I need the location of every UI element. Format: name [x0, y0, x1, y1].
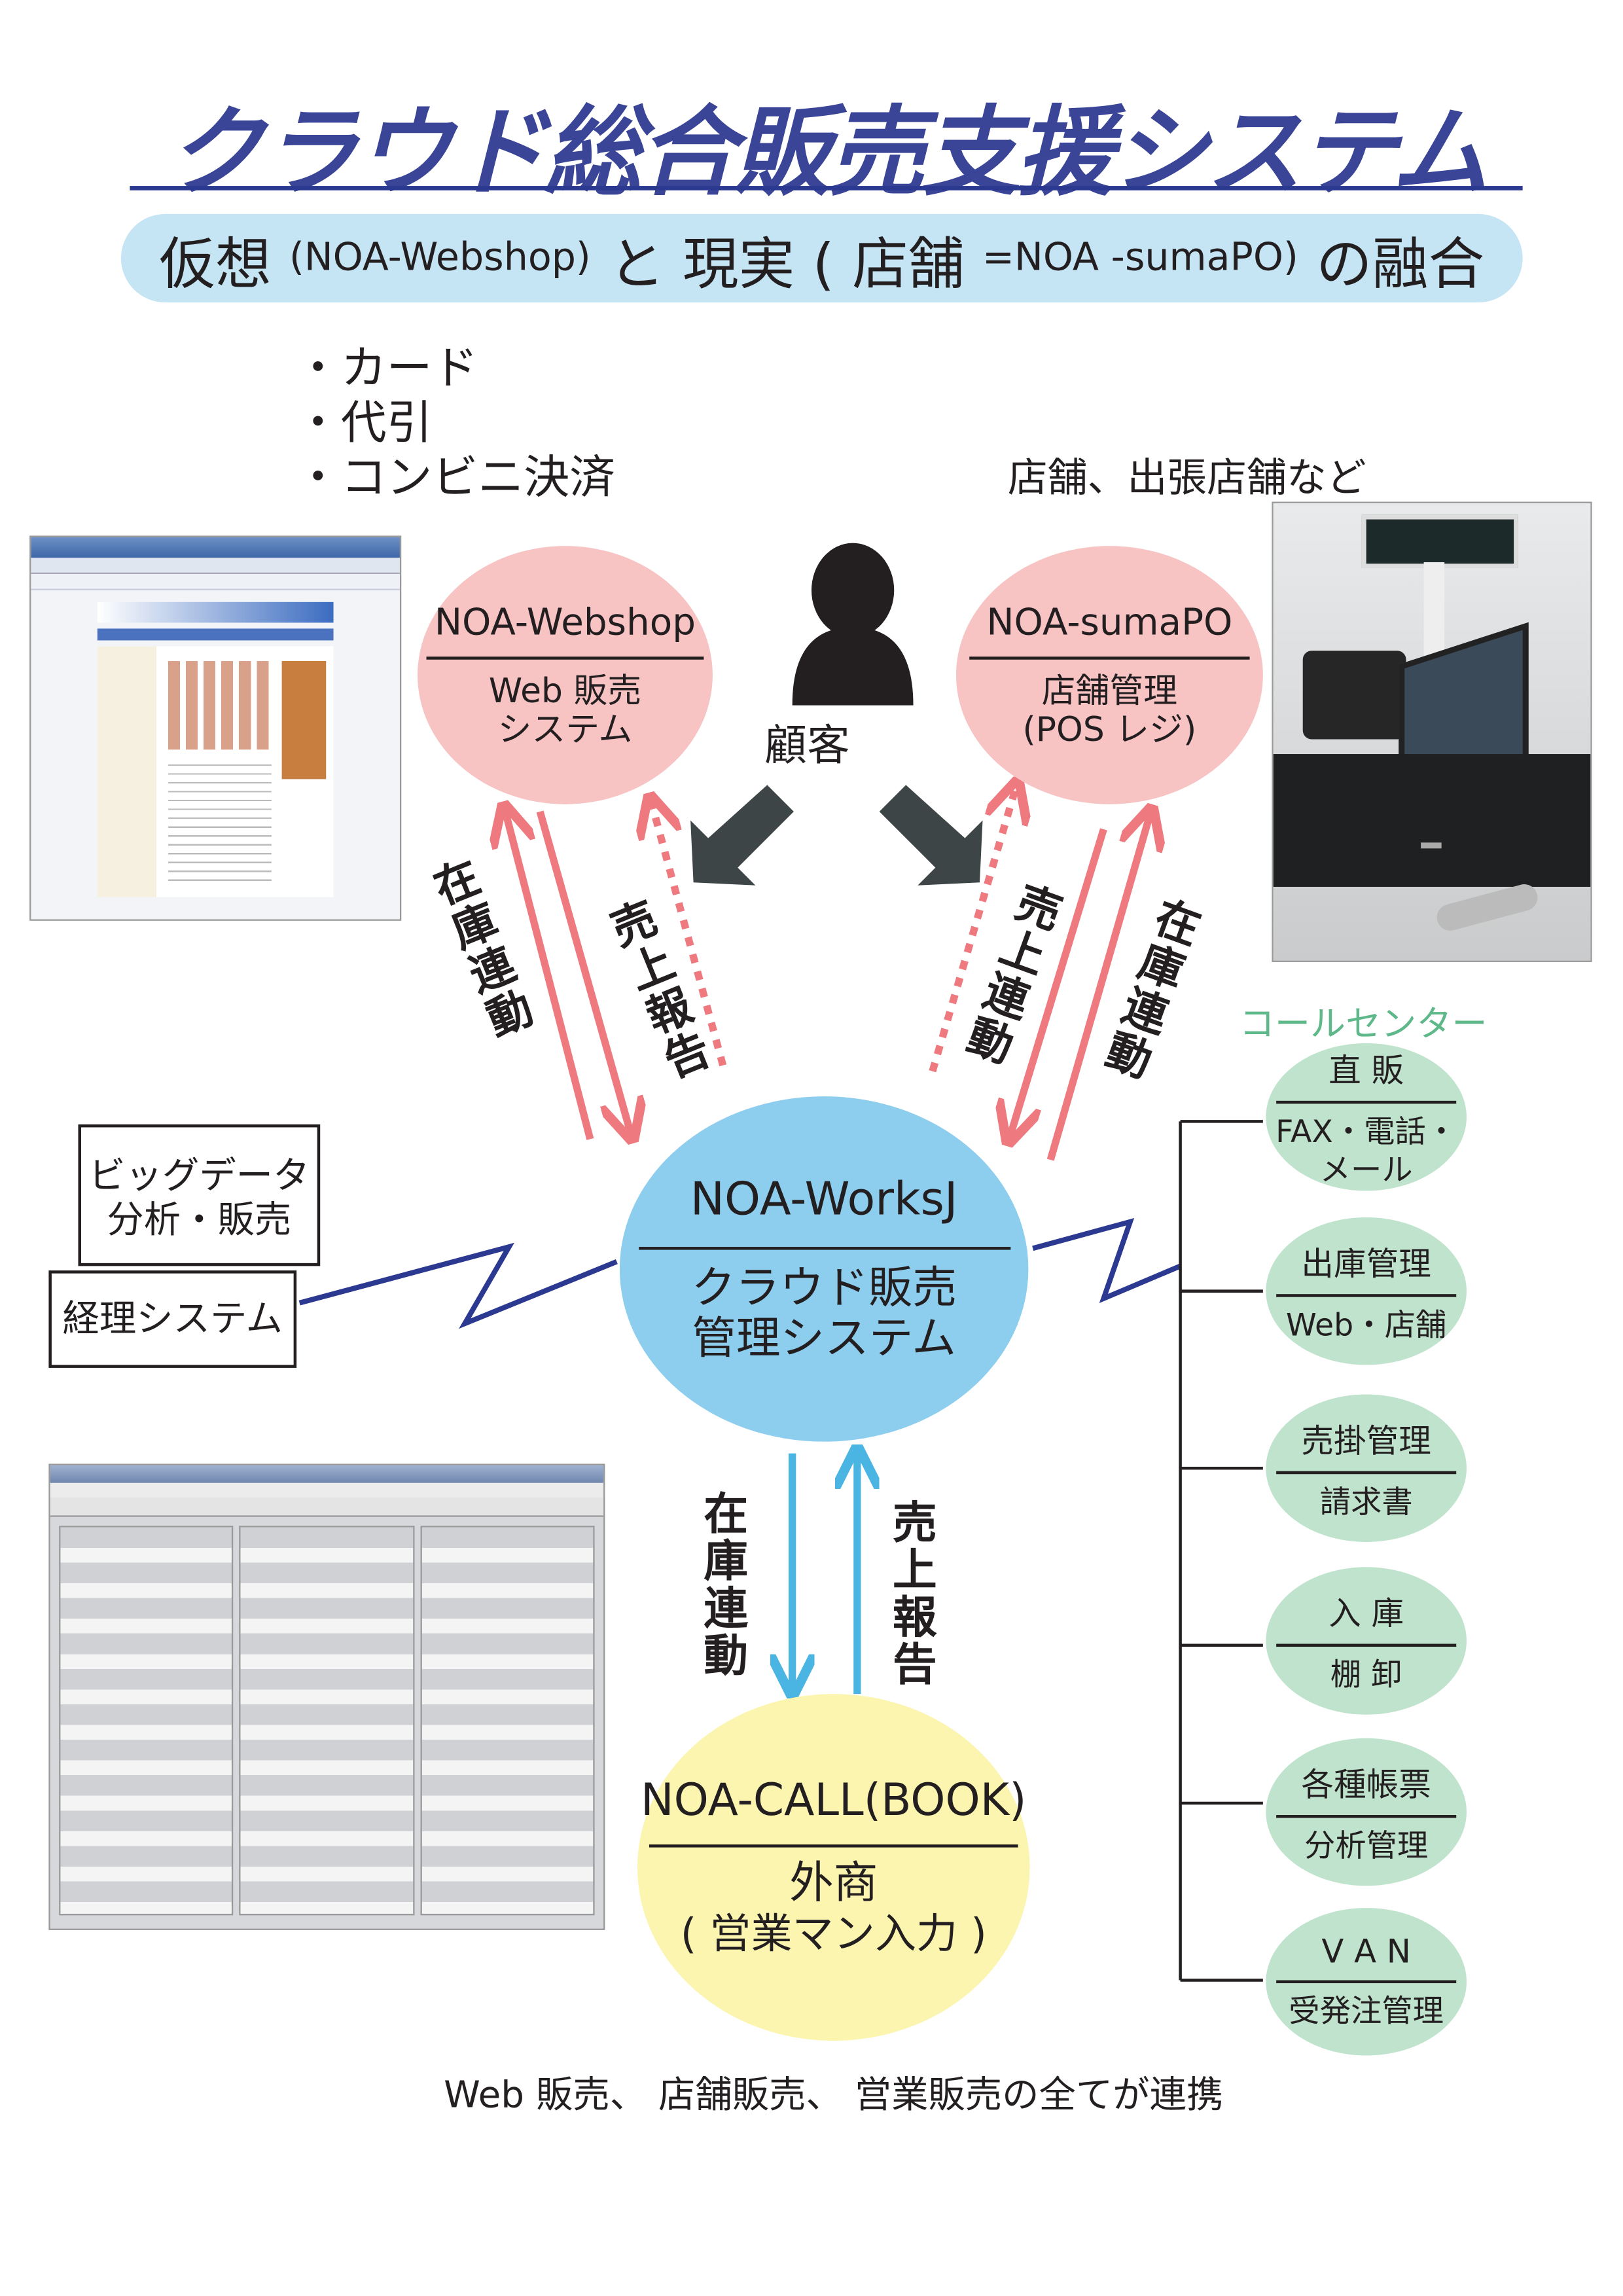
noa-sumapo-node: NOA-sumaPO 店舗管理 (POS レジ) — [955, 546, 1263, 804]
node-desc: クラウド販売 — [691, 1263, 957, 1315]
call-center-label: コールセンター — [1239, 1003, 1488, 1045]
subtitle-part: =NOA -sumaPO) — [982, 236, 1298, 281]
node-name: NOA-WorksJ — [690, 1173, 958, 1227]
subtitle-part: の融合 — [1316, 230, 1485, 296]
payment-method: ・コンビニ決済 — [294, 451, 616, 505]
customer-to-store-arrow — [879, 785, 983, 886]
node-name: NOA-sumaPO — [986, 600, 1233, 643]
right-stock-up-arrow — [1046, 812, 1150, 1161]
module-node: V A N 受発注管理 — [1266, 1908, 1467, 2056]
webshop-screenshot — [29, 535, 402, 921]
module-subtitle: 分析管理 — [1304, 1828, 1429, 1864]
subtitle-part: (NOA-Webshop) — [289, 236, 591, 281]
module-divider — [1276, 1294, 1457, 1297]
node-desc: システム — [497, 711, 633, 750]
module-subtitle: FAX・電話・メール — [1275, 1114, 1457, 1188]
customer-person-icon — [792, 543, 914, 706]
subtitle-part: と 現実 ( 店舗 — [609, 230, 965, 296]
node-divider — [969, 656, 1250, 660]
node-name: NOA-CALL(BOOK) — [641, 1775, 1027, 1827]
node-desc: 店舗管理 — [1041, 673, 1178, 711]
module-divider — [1276, 1643, 1457, 1647]
node-desc: Web 販売 — [488, 673, 642, 711]
module-divider — [1276, 1471, 1457, 1475]
accounting-zigzag-link — [298, 1242, 618, 1329]
footer-caption: Web 販売、 店舗販売、 営業販売の全てが連携 — [444, 2073, 1224, 2116]
module-title: 直 販 — [1329, 1053, 1404, 1091]
module-subtitle: 棚 卸 — [1330, 1657, 1402, 1693]
module-node: 各種帳票分析管理 — [1266, 1738, 1467, 1886]
module-subtitle: 請求書 — [1319, 1484, 1413, 1520]
accounting-box: 経理システム — [48, 1270, 297, 1368]
left-stock-up-arrow — [505, 808, 594, 1140]
accounting-label: 経理システム — [62, 1297, 283, 1340]
module-node: 直 販 FAX・電話・メール — [1266, 1043, 1467, 1191]
payment-method: ・代引 — [294, 397, 433, 450]
module-title: V A N — [1321, 1933, 1411, 1971]
module-title: 各種帳票 — [1301, 1767, 1431, 1805]
store-caption: 店舗、出張店舗など — [1007, 456, 1366, 502]
subtitle-banner: 仮想 (NOA-Webshop) と 現実 ( 店舗 =NOA -sumaPO)… — [120, 213, 1523, 303]
noa-works-screenshot — [48, 1463, 605, 1930]
node-desc: ( 営業マン入力 ) — [680, 1909, 987, 1958]
node-desc: 管理システム — [692, 1313, 957, 1365]
noa-webshop-node: NOA-Webshop Web 販売 システム — [418, 546, 713, 804]
module-node: 入 庫棚 卸 — [1266, 1567, 1467, 1715]
module-bracket — [1179, 1120, 1263, 1982]
module-node: 売掛管理請求書 — [1266, 1394, 1467, 1542]
bigdata-box: ビッグデータ 分析・販売 — [78, 1124, 321, 1266]
bottom-sales-label: 売上報告 — [883, 1499, 936, 1689]
module-divider — [1276, 1100, 1457, 1104]
node-desc: (POS レジ) — [1022, 711, 1197, 750]
page-title: クラウド総合販売支援システム — [166, 96, 1489, 210]
pos-register-photo — [1272, 501, 1592, 962]
node-divider — [649, 1844, 1018, 1848]
module-node: 出庫管理 Web・店舗 — [1266, 1217, 1467, 1365]
noa-worksj-node: NOA-WorksJ クラウド販売 管理システム — [619, 1096, 1029, 1442]
module-title: 売掛管理 — [1301, 1424, 1431, 1461]
module-subtitle: Web・店舗 — [1286, 1307, 1447, 1343]
subtitle-part: 仮想 — [159, 230, 272, 296]
customer-to-webshop-arrow — [690, 785, 794, 886]
module-subtitle: 受発注管理 — [1289, 1992, 1444, 2028]
module-title: 出庫管理 — [1301, 1247, 1431, 1284]
module-divider — [1276, 1979, 1457, 1982]
payment-method: ・カード — [294, 342, 478, 396]
module-divider — [1276, 1815, 1457, 1818]
right-sales-dotted-arrow — [929, 785, 1017, 1073]
title-underline — [130, 186, 1523, 190]
module-title: 入 庫 — [1329, 1596, 1404, 1634]
left-down-arrow — [536, 810, 632, 1136]
bigdata-line: ビッグデータ — [88, 1154, 310, 1197]
customer-label: 顧客 — [764, 720, 850, 770]
callcenter-zigzag-link — [1032, 1217, 1182, 1304]
bigdata-line: 分析・販売 — [107, 1198, 292, 1242]
node-divider — [638, 1247, 1010, 1250]
node-desc: 外商 — [789, 1857, 878, 1910]
bottom-stock-label: 在庫連動 — [694, 1490, 747, 1679]
node-divider — [426, 656, 704, 660]
right-down-arrow — [1009, 828, 1107, 1139]
node-name: NOA-Webshop — [434, 600, 696, 643]
noa-call-node: NOA-CALL(BOOK) 外商 ( 営業マン入力 ) — [637, 1694, 1030, 2041]
payment-methods-list: ・カード ・代引 ・コンビニ決済 — [295, 342, 615, 506]
